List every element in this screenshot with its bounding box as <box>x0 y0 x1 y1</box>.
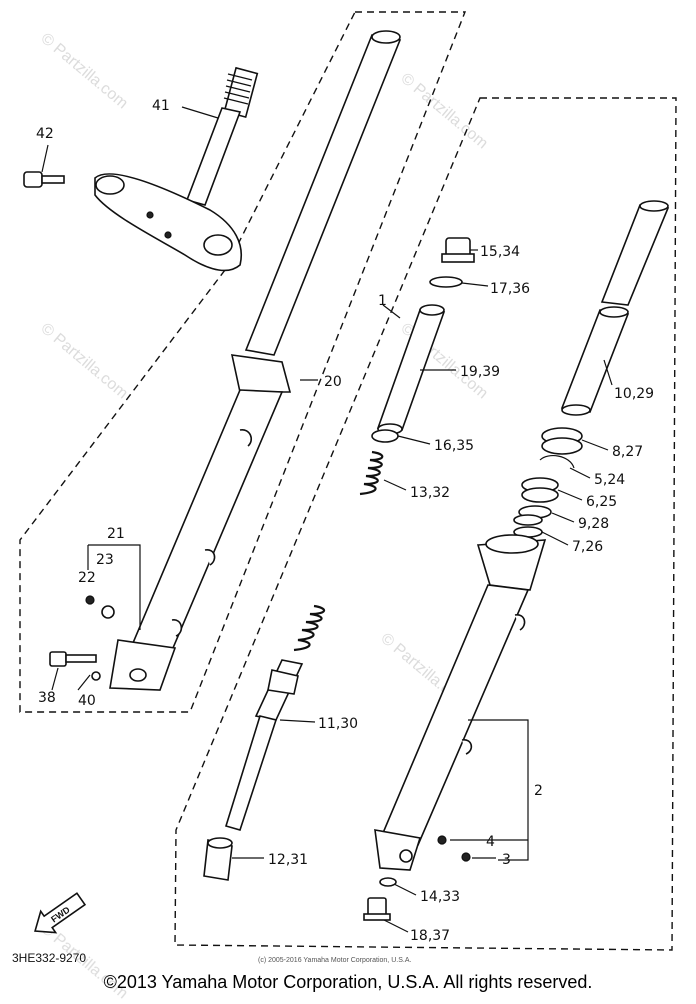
callout-3: 3 <box>502 852 511 868</box>
o-ring-part <box>429 276 463 288</box>
callout-15-34: 15,34 <box>480 244 520 260</box>
fork-cap-bolt-part <box>441 237 475 263</box>
callout-40: 40 <box>78 693 96 709</box>
oil-lock-piece-part <box>203 837 233 881</box>
callout-23: 23 <box>96 552 114 568</box>
diagram-code: 3HE332-9270 <box>12 951 86 965</box>
callout-42: 42 <box>36 126 54 142</box>
callout-9-28: 9,28 <box>578 516 609 532</box>
outer-fork-tube-part <box>109 30 402 691</box>
callout-19-39: 19,39 <box>460 364 500 380</box>
callout-12-31: 12,31 <box>268 852 308 868</box>
watermark: © Partzilla.com <box>37 320 131 402</box>
callout-17-36: 17,36 <box>490 281 530 297</box>
leader-lines <box>41 106 613 933</box>
slide-metal-part <box>513 514 543 538</box>
callout-16-35: 16,35 <box>434 438 474 454</box>
bolt-3-part <box>461 852 471 862</box>
callout-1: 1 <box>378 293 387 309</box>
callout-2: 2 <box>534 783 543 799</box>
fine-print: (c) 2005-2016 Yamaha Motor Corporation, … <box>258 957 411 964</box>
callout-7-26: 7,26 <box>572 539 603 555</box>
watermark: © Partzilla.com <box>37 30 131 112</box>
washer-4-part <box>437 835 447 845</box>
bolt-42-part <box>23 171 65 188</box>
callout-11-30: 11,30 <box>318 716 358 732</box>
callout-38: 38 <box>38 690 56 706</box>
callout-21: 21 <box>107 526 125 542</box>
outer-tube-part <box>374 534 547 871</box>
oil-seal-part <box>541 427 583 455</box>
callout-10-29: 10,29 <box>614 386 654 402</box>
clip-part <box>539 454 575 469</box>
bottom-bolt-part <box>363 897 391 921</box>
inner-fork-assembly-boundary <box>174 97 677 951</box>
callout-18-37: 18,37 <box>410 928 450 944</box>
steering-stem-part <box>94 66 259 272</box>
dust-seal-part <box>521 477 559 503</box>
callout-22: 22 <box>78 570 96 586</box>
outer-fork-assembly-boundary <box>19 11 467 713</box>
copyright-notice: ©2013 Yamaha Motor Corporation, U.S.A. A… <box>103 972 593 992</box>
fork-spring-part <box>293 450 384 652</box>
callout-6-25: 6,25 <box>586 494 617 510</box>
callout-13-32: 13,32 <box>410 485 450 501</box>
callout-8-27: 8,27 <box>612 444 643 460</box>
gasket-part <box>379 877 397 887</box>
drain-screw-parts <box>49 544 141 681</box>
callout-41: 41 <box>152 98 170 114</box>
watermark: © Partzilla.com <box>397 70 491 152</box>
spacer-pipe-part <box>376 304 446 435</box>
damper-rod-part <box>224 659 304 831</box>
callout-5-24: 5,24 <box>594 472 625 488</box>
callout-4: 4 <box>486 834 495 850</box>
inner-fork-tube-part <box>560 200 670 416</box>
spring-seat-part <box>371 429 399 443</box>
callout-20: 20 <box>324 374 342 390</box>
callout-14-33: 14,33 <box>420 889 460 905</box>
